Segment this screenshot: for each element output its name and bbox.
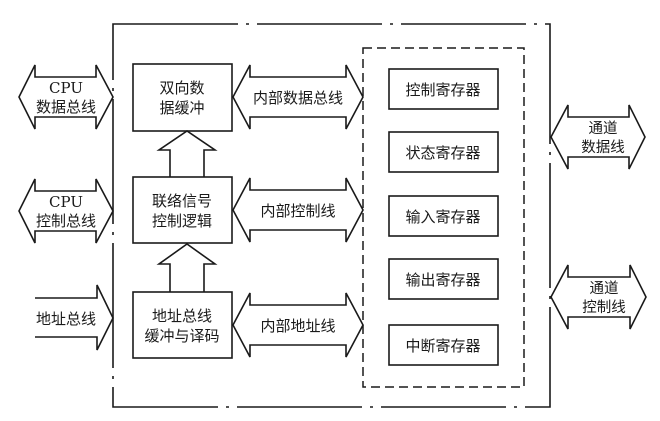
interrupt-register-label: 中断寄存器 (405, 337, 480, 355)
output-register-label: 输出寄存器 (405, 271, 480, 289)
control-register-label: 控制寄存器 (405, 81, 480, 99)
cpu-data-bus-label-line2: 数据总线 (36, 98, 96, 116)
channel-control-line: 通道 控制线 (550, 264, 647, 330)
flow-arrow-decoder-to-logic (156, 243, 218, 292)
channel-control-line-label-line1: 通道 (590, 280, 619, 297)
internal-data-bus-label: 内部数据总线 (253, 89, 343, 107)
input-register: 输入寄存器 (388, 195, 499, 237)
bidirectional-data-buffer-label-line2: 据缓冲 (159, 99, 204, 117)
cpu-data-bus-label-line1: CPU (49, 79, 83, 97)
interrupt-register: 中断寄存器 (388, 324, 499, 366)
link-signal-control-logic-block: 联络信号 控制逻辑 (132, 176, 233, 244)
channel-control-line-label-line2: 控制线 (582, 299, 626, 316)
bidirectional-data-buffer-block: 双向数 据缓冲 (132, 63, 233, 132)
internal-address-line: 内部地址线 (232, 292, 364, 358)
link-signal-control-logic-label-line2: 控制逻辑 (152, 212, 212, 230)
output-register: 输出寄存器 (388, 258, 499, 300)
flow-arrow-logic-to-buffer (156, 130, 218, 177)
address-bus-label: 地址总线 (36, 310, 96, 328)
status-register: 状态寄存器 (388, 131, 499, 173)
cpu-control-bus: CPU 控制总线 (18, 178, 114, 244)
address-bus-buffer-decoder-block: 地址总线 缓冲与译码 (132, 291, 233, 359)
address-bus-buffer-decoder-label-line2: 缓冲与译码 (144, 327, 219, 345)
channel-data-line: 通道 数据线 (550, 104, 646, 170)
channel-data-line-label-line1: 通道 (589, 120, 618, 137)
internal-address-line-label: 内部地址线 (260, 317, 335, 335)
cpu-data-bus: CPU 数据总线 (18, 64, 114, 130)
internal-control-line-label: 内部控制线 (260, 202, 335, 220)
cpu-control-bus-label-line2: 控制总线 (36, 212, 96, 230)
status-register-label: 状态寄存器 (405, 144, 480, 162)
address-bus-buffer-decoder-label-line1: 地址总线 (152, 307, 212, 325)
address-bus: 地址总线 (35, 284, 114, 351)
control-register: 控制寄存器 (388, 68, 499, 110)
register-group-frame (362, 47, 525, 388)
outer-frame (112, 23, 551, 408)
internal-control-line: 内部控制线 (232, 177, 364, 243)
bidirectional-data-buffer-label-line1: 双向数 (159, 79, 204, 97)
cpu-control-bus-label-line1: CPU (49, 193, 83, 211)
link-signal-control-logic-label-line1: 联络信号 (152, 192, 212, 210)
internal-data-bus: 内部数据总线 (232, 64, 364, 130)
channel-data-line-label-line2: 数据线 (581, 139, 625, 156)
input-register-label: 输入寄存器 (405, 208, 480, 226)
